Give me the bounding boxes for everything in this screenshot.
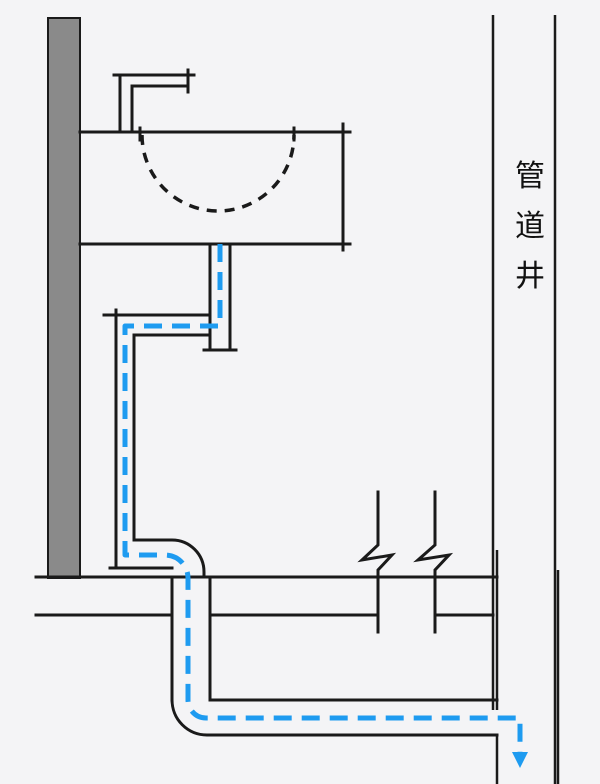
pipe-shaft-label-3: 井 <box>515 259 545 294</box>
basin-bowl <box>140 134 296 213</box>
pipe-shaft-label-1: 管 <box>515 159 545 194</box>
vanity-cabinet <box>78 122 352 252</box>
drain-pipe-outline <box>102 242 499 737</box>
faucet <box>112 68 196 134</box>
pipe-shaft-label-2: 道 <box>515 209 545 244</box>
drainage-flow-path <box>122 244 523 760</box>
pipe-shaft-walls <box>491 15 560 784</box>
break-symbols <box>357 490 495 634</box>
arrow-down-icon <box>512 752 528 768</box>
floor-slab <box>34 575 499 617</box>
wall <box>47 17 81 579</box>
